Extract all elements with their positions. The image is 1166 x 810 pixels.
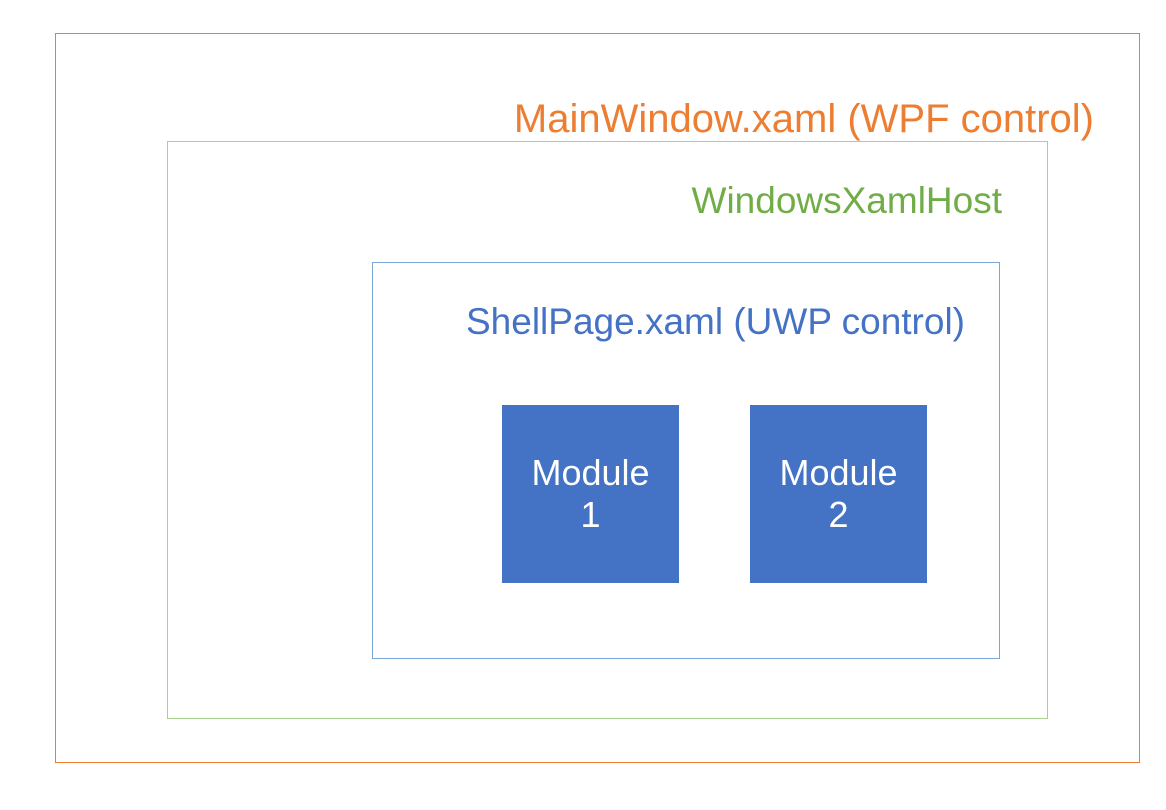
module-2-label-line1: Module bbox=[779, 451, 898, 493]
shellpage-xaml-label: ShellPage.xaml (UWP control) bbox=[466, 301, 965, 342]
module-2-tile: Module 2 bbox=[750, 405, 927, 583]
module-1-label-line2: 1 bbox=[580, 494, 601, 535]
modules-row: Module 1 Module 2 bbox=[502, 405, 927, 583]
module-2-label-line2: 2 bbox=[828, 494, 849, 535]
mainwindow-xaml-container: MainWindow.xaml (WPF control) WindowsXam… bbox=[55, 33, 1140, 763]
module-1-tile: Module 1 bbox=[502, 405, 679, 583]
windowsxamlhost-label: WindowsXamlHost bbox=[691, 180, 1002, 221]
module-1-label-line1: Module bbox=[531, 451, 650, 493]
mainwindow-xaml-label: MainWindow.xaml (WPF control) bbox=[513, 97, 1094, 141]
shellpage-xaml-container: ShellPage.xaml (UWP control) Module 1 Mo… bbox=[372, 262, 1000, 659]
windowsxamlhost-container: WindowsXamlHost ShellPage.xaml (UWP cont… bbox=[167, 141, 1048, 719]
